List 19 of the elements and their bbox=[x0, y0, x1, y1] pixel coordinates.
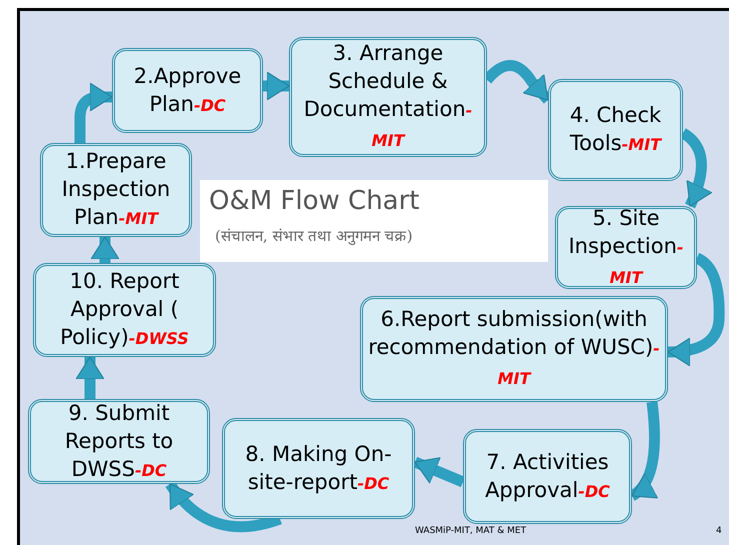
arrow bbox=[263, 72, 290, 100]
process-box: 1.Prepare Inspection Plan-MIT bbox=[40, 143, 192, 237]
page-number: 4 bbox=[716, 526, 722, 536]
process-box: 7. Activities Approval-DC bbox=[463, 429, 632, 524]
footer-text: WASMiP-MIT, MAT & MET bbox=[415, 526, 526, 536]
process-box: 5. Site Inspection-MIT bbox=[555, 206, 697, 289]
process-box: 8. Making On-site-report-DC bbox=[222, 418, 415, 519]
title: O&M Flow Chart bbox=[209, 186, 420, 216]
process-box: 3. Arrange Schedule & Documentation-MIT bbox=[289, 37, 487, 157]
arrow bbox=[76, 356, 104, 399]
process-box: 6.Report submission(with recommendation of WUSC)-MIT bbox=[360, 296, 668, 402]
arrow bbox=[412, 456, 466, 488]
process-box: 9. Submit Reports to DWSS-DC bbox=[28, 399, 210, 484]
arrow bbox=[90, 236, 120, 263]
process-box: 2.Approve Plan-DC bbox=[112, 48, 263, 133]
process-box: 10. Report Approval ( Policy)-DWSS bbox=[33, 263, 216, 357]
process-box: 4. Check Tools-MIT bbox=[548, 79, 683, 181]
subtitle: (संचालन, संभार तथा अनुगमन चक्र) bbox=[215, 226, 413, 245]
arrow bbox=[74, 82, 112, 143]
